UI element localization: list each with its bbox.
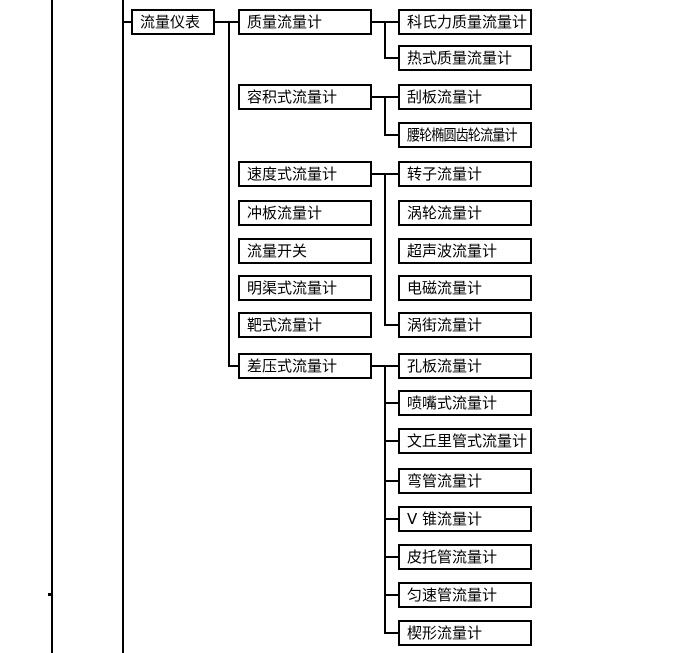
node-electromagnetic-flow-meter: 电磁流量计 xyxy=(398,275,532,301)
group3-trunk-line xyxy=(384,173,386,326)
group2-elbow-line xyxy=(384,134,398,136)
node-orifice-plate-flow-meter: 孔板流量计 xyxy=(398,353,532,379)
group3-elbow-line xyxy=(384,324,398,326)
node-open-channel-flow-meter: 明渠式流量计 xyxy=(238,275,372,301)
left-rule-line-1 xyxy=(51,0,53,653)
group4-elbow-line xyxy=(384,632,398,634)
node-nozzle-flow-meter: 喷嘴式流量计 xyxy=(398,390,532,416)
node-wedge-flow-meter: 楔形流量计 xyxy=(398,620,532,646)
node-ultrasonic-flow-meter: 超声波流量计 xyxy=(398,238,532,264)
left-rule-tick xyxy=(48,593,52,596)
node-scraper-flow-meter: 刮板流量计 xyxy=(398,84,532,110)
node-elbow-flow-meter: 弯管流量计 xyxy=(398,468,532,494)
node-vortex-flow-meter: 涡街流量计 xyxy=(398,312,532,338)
group4-stub-line xyxy=(384,518,398,520)
node-thermal-mass-flow-meter: 热式质量流量计 xyxy=(398,45,532,71)
group1-trunk-line xyxy=(384,21,386,59)
root-left-stub-line xyxy=(124,21,131,23)
node-flow-instruments: 流量仪表 xyxy=(131,9,215,35)
node-mass-flow-meter: 质量流量计 xyxy=(238,9,372,35)
left-rule-line-2 xyxy=(122,0,124,653)
node-rotary-lobe-oval-gear-flow-meter: 腰轮椭圆齿轮流量计 xyxy=(398,122,532,148)
group4-stub-line xyxy=(384,402,398,404)
node-averaging-pitot-flow-meter: 匀速管流量计 xyxy=(398,582,532,608)
node-coriolis-mass-flow-meter: 科氏力质量流量计 xyxy=(398,9,532,35)
node-velocity-flow-meter: 速度式流量计 xyxy=(238,161,372,187)
group1-elbow-line xyxy=(384,57,398,59)
node-rotameter: 转子流量计 xyxy=(398,161,532,187)
group4-trunk-line xyxy=(384,365,386,634)
group4-stub-line xyxy=(384,594,398,596)
node-differential-pressure-flow-meter: 差压式流量计 xyxy=(238,353,372,379)
node-v-cone-flow-meter: V 锥流量计 xyxy=(398,506,532,532)
node-flow-switch: 流量开关 xyxy=(238,238,372,264)
node-venturi-tube-flow-meter: 文丘里管式流量计 xyxy=(398,428,532,454)
node-target-flow-meter: 靶式流量计 xyxy=(238,312,372,338)
node-turbine-flow-meter: 涡轮流量计 xyxy=(398,200,532,226)
node-impact-plate-flow-meter: 冲板流量计 xyxy=(238,200,372,226)
root-to-branches-line xyxy=(215,21,238,23)
node-pitot-tube-flow-meter: 皮托管流量计 xyxy=(398,544,532,570)
group4-stub-line xyxy=(384,556,398,558)
main-trunk-elbow-line xyxy=(228,365,238,367)
node-label: 腰轮椭圆齿轮流量计 xyxy=(407,126,518,144)
group4-stub-line xyxy=(384,480,398,482)
group2-trunk-line xyxy=(384,96,386,136)
node-positive-displacement-flow-meter: 容积式流量计 xyxy=(238,84,372,110)
main-trunk-line xyxy=(228,21,230,367)
group4-stub-line xyxy=(384,440,398,442)
